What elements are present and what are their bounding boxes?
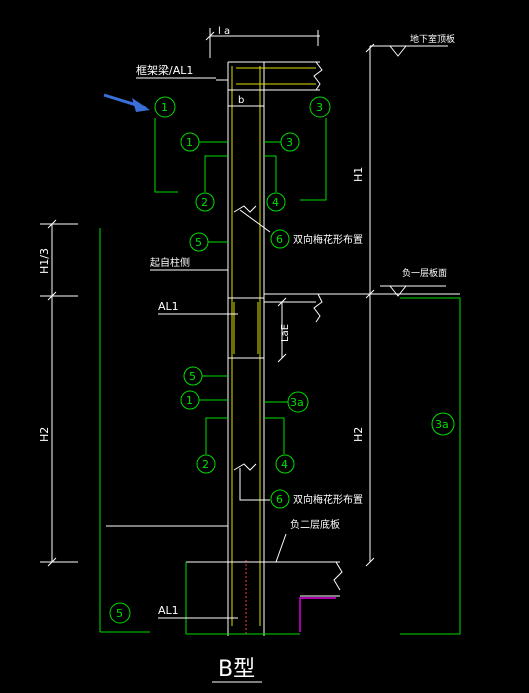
upper-markers: 1 3 1 3 2 4 5 6 双向梅花形布置 bbox=[154, 96, 363, 252]
top-dimension: l a bbox=[205, 26, 320, 58]
svg-text:5: 5 bbox=[189, 370, 196, 383]
minus-one-floor-label: 负一层板面 bbox=[402, 267, 447, 279]
h1-dimension: H1 bbox=[352, 43, 375, 299]
marker-4-a bbox=[266, 192, 286, 212]
svg-text:5: 5 bbox=[195, 236, 202, 249]
double-plum-label: 双向梅花形布置 bbox=[293, 233, 363, 246]
marker-2-b bbox=[196, 454, 216, 474]
svg-text:3: 3 bbox=[286, 136, 293, 149]
h1-3-label: H1/3 bbox=[38, 248, 51, 274]
column-body bbox=[227, 62, 265, 636]
marker-3-top bbox=[309, 96, 331, 118]
start-column-face: 起自柱侧 bbox=[150, 256, 228, 271]
svg-text:5: 5 bbox=[116, 607, 123, 620]
svg-text:1: 1 bbox=[186, 394, 193, 407]
left-dimensions: H1/3 H2 bbox=[38, 219, 78, 567]
svg-text:3a: 3a bbox=[435, 418, 449, 431]
svg-text:3a: 3a bbox=[290, 396, 304, 409]
b-label: b bbox=[238, 95, 244, 106]
b-dimension: b bbox=[228, 95, 264, 107]
svg-text:2: 2 bbox=[202, 458, 209, 471]
svg-text:6: 6 bbox=[276, 493, 283, 506]
al1-bottom-label: AL1 bbox=[158, 604, 179, 617]
left-bracket: 5 bbox=[99, 228, 150, 633]
top-dim-label: l a bbox=[218, 26, 230, 37]
lower-markers: 5 1 3a 2 4 6 双向梅花形布置 bbox=[180, 366, 363, 509]
right-bracket: 3a bbox=[400, 297, 461, 635]
svg-text:1: 1 bbox=[186, 136, 193, 149]
h2-right-dimension: H2 bbox=[352, 294, 375, 567]
h2-left-label: H2 bbox=[38, 427, 51, 442]
marker-6-b bbox=[270, 489, 290, 509]
start-column-face-label: 起自柱侧 bbox=[150, 256, 190, 269]
minus-two-base-label: 负二层底板 bbox=[290, 518, 340, 531]
blue-arrow-pointer bbox=[103, 93, 150, 112]
top-beam: 框架梁/AL1 bbox=[136, 61, 323, 91]
basement-roof-level: 地下室顶板 bbox=[370, 33, 455, 57]
svg-text:3: 3 bbox=[316, 101, 323, 114]
h1-label: H1 bbox=[352, 167, 365, 182]
minus-one-floor-level: 负一层板面 bbox=[264, 267, 460, 323]
al1-mid-label: AL1 bbox=[158, 300, 179, 313]
svg-text:1: 1 bbox=[161, 101, 168, 114]
svg-text:4: 4 bbox=[281, 458, 288, 471]
basement-roof-label: 地下室顶板 bbox=[410, 33, 455, 45]
svg-text:6: 6 bbox=[276, 233, 283, 246]
marker-3a-right bbox=[431, 412, 455, 436]
double-plum-label-2: 双向梅花形布置 bbox=[293, 493, 363, 506]
marker-4-b bbox=[275, 454, 295, 474]
frame-beam-label: 框架梁/AL1 bbox=[136, 63, 193, 77]
marker-6-a bbox=[270, 229, 290, 249]
svg-text:2: 2 bbox=[201, 196, 208, 209]
marker-5-bottom bbox=[109, 602, 131, 624]
bottom-base: 负二层底板 AL1 bbox=[158, 518, 343, 635]
mid-al1-section: AL1 LaE bbox=[158, 297, 316, 363]
marker-2-a bbox=[195, 192, 215, 212]
h2-right-label: H2 bbox=[352, 427, 365, 442]
lae-label: LaE bbox=[280, 324, 291, 342]
svg-text:4: 4 bbox=[272, 196, 279, 209]
drawing-title: B型 bbox=[218, 657, 255, 682]
marker-1-top bbox=[154, 96, 176, 118]
